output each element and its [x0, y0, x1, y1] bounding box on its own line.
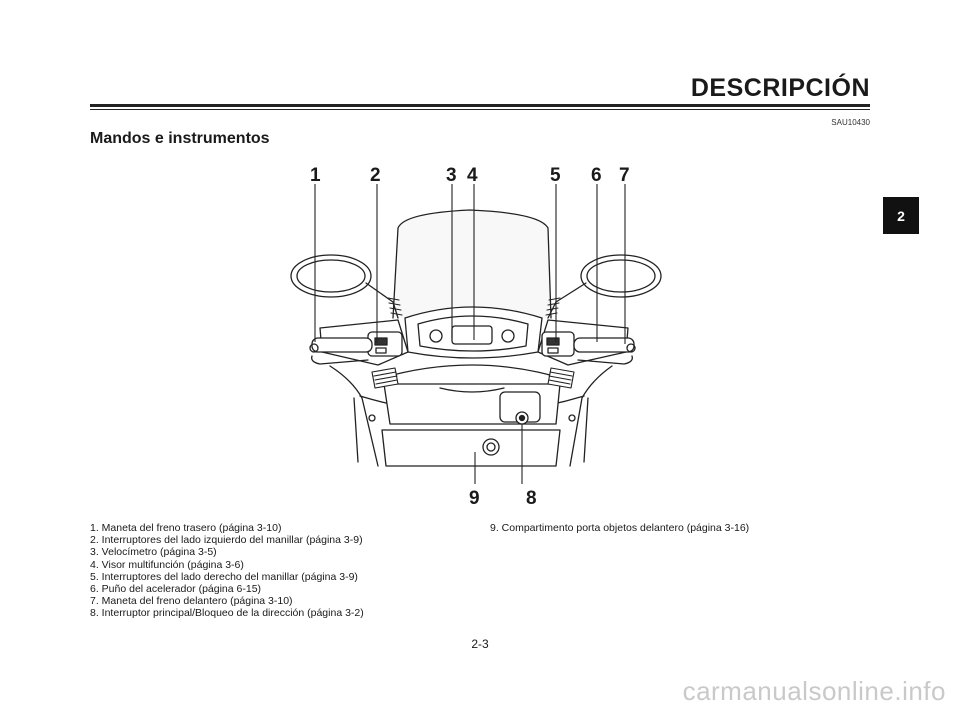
chapter-tab[interactable]: 2 [883, 197, 919, 234]
header-rule [90, 104, 870, 107]
right-mirror [580, 254, 662, 298]
legend-item: 9. Compartimento porta objetos delantero… [490, 522, 750, 534]
legend-item: 8. Interruptor principal/Bloqueo de la d… [90, 607, 364, 620]
left-brake-lever [311, 355, 369, 365]
header-title: DESCRIPCIÓN [690, 74, 870, 102]
callout-6: 6 [591, 165, 602, 186]
legend-item: 1. Maneta del freno trasero (página 3-10… [90, 522, 282, 534]
page-number: 2-3 [471, 637, 489, 651]
callout-1: 1 [310, 165, 321, 186]
scooter-controls-illustration: 1 2 3 4 5 6 7 8 9 [290, 165, 662, 509]
callout-3: 3 [446, 165, 457, 186]
callout-2: 2 [370, 165, 381, 186]
watermark[interactable]: carmanualsonline.info [682, 676, 946, 706]
left-grip [311, 337, 373, 353]
front-storage-compartment [381, 429, 561, 467]
legend-item: 2. Interruptores del lado izquierdo del … [90, 534, 363, 547]
storage-knob [482, 438, 500, 456]
callout-8: 8 [526, 488, 537, 509]
front-shield [329, 365, 613, 467]
legend-item: 6. Puño del acelerador (página 6-15) [90, 583, 262, 596]
callout-4: 4 [467, 165, 478, 186]
legend-item: 7. Maneta del freno delantero (página 3-… [90, 595, 293, 608]
legend-item: 3. Velocímetro (página 3-5) [90, 546, 217, 559]
callout-9: 9 [469, 488, 480, 509]
legend-right: 9. Compartimento porta objetos delantero… [490, 522, 749, 534]
legend-item: 4. Visor multifunción (página 3-6) [90, 558, 244, 571]
section-title: Mandos e instrumentos [90, 130, 270, 147]
callout-5: 5 [550, 165, 561, 186]
right-brake-lever [577, 355, 633, 365]
callout-7: 7 [619, 165, 630, 186]
left-mirror [290, 254, 372, 298]
windscreen [392, 209, 552, 319]
legend-item: 5. Interruptores del lado derecho del ma… [90, 570, 358, 583]
header-rule-thin [90, 109, 870, 110]
document-code: SAU10430 [831, 118, 870, 127]
legend-left: 1. Maneta del freno trasero (página 3-10… [90, 522, 364, 620]
